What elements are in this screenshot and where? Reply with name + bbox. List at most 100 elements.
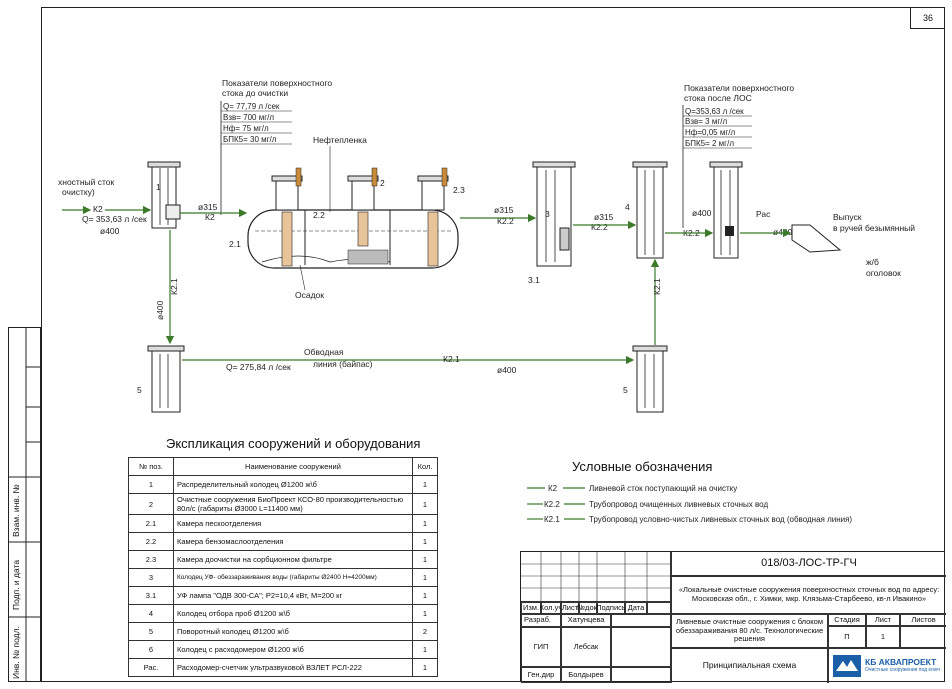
rac-label: Рас <box>756 209 771 219</box>
row-name: Колодец с расходомером Ø1200 ж\б <box>173 640 413 659</box>
bypass-d400: ø400 <box>155 300 165 320</box>
razrab-name: Хатунцева <box>561 614 611 627</box>
before-title2: стока до очистки <box>222 88 288 98</box>
label-4: 4 <box>625 202 630 212</box>
d315-3: ø315 <box>594 212 614 222</box>
hdr-izm: Изм. <box>521 602 541 614</box>
company-subtitle: Очистные сооружения под ключ <box>865 667 940 673</box>
legend-text-2: Трубопровод условно-чистых ливневых сточ… <box>589 515 852 524</box>
row-name: Расходомер-счетчик ультразвуковой ВЗЛЕТ … <box>173 658 413 677</box>
hdr-kol: Кол.уч <box>540 602 562 614</box>
before-bpk: БПК5= 30 мг/л <box>223 135 277 144</box>
after-title2: стока после ЛОС <box>684 93 752 103</box>
drawing-frame <box>41 7 945 682</box>
bypass-k21-2: К2.1 <box>443 354 460 364</box>
d400-2: ø400 <box>773 227 793 237</box>
row-name: Камера бензомаслоотделения <box>173 532 413 551</box>
before-nf: Нф= 75 мг/л <box>223 124 269 133</box>
outlet-headwall <box>791 224 842 253</box>
row-name: Очистные сооружения БиоПроект КСО-80 про… <box>173 493 413 515</box>
list-value: 1 <box>866 626 900 648</box>
row-qty: 1 <box>412 493 438 515</box>
inlet-k2: К2 <box>93 204 103 214</box>
row-pos: 6 <box>128 640 174 659</box>
legend-code-0: К2 <box>548 484 558 493</box>
listov-value <box>900 626 946 648</box>
uv-well-3: 3 3.1 <box>528 161 576 285</box>
bypass-flow: Q= 275,84 л /сек <box>226 362 291 372</box>
row-qty: 1 <box>412 604 438 623</box>
bypass-k21-1: К2.1 <box>169 278 179 295</box>
legend-text-1: Трубопровод очищенных ливневых сточных в… <box>589 500 768 509</box>
after-values: Q=353,63 л /сек Взв= 3 мг/л Нф=0,05 мг/л… <box>682 105 752 228</box>
hdr-podpis: Подпись <box>596 602 626 614</box>
label-5-left: 5 <box>137 385 142 395</box>
bypass-k21-3: К2.1 <box>652 278 662 295</box>
outlet-note1: ж/б <box>866 257 879 267</box>
treatment-tank <box>247 167 459 269</box>
col-pos: № поз. <box>128 457 174 476</box>
legend: К2 Ливневой сток поступающий на очистку … <box>527 484 852 524</box>
after-q: Q=353,63 л /сек <box>685 107 744 116</box>
turning-well-5-right: 5 <box>623 345 668 413</box>
outlet-note2: оголовок <box>866 268 901 278</box>
object-name: Ливневые очистные сооружения с блоком об… <box>671 614 828 648</box>
col-name: Наименование сооружений <box>173 457 413 476</box>
flowmeter-well-6: Рас <box>709 161 771 259</box>
row-name: Камера доочистки на сорбционном фильтре <box>173 550 413 569</box>
row-qty: 2 <box>412 622 438 641</box>
row-pos: 2 <box>128 493 174 515</box>
row-pos: 3.1 <box>128 586 174 605</box>
before-title1: Показатели поверхностного <box>222 78 332 88</box>
listov-label: Листов <box>900 614 946 626</box>
title-block: Изм. Кол.уч Лист №док. Подпись Дата Разр… <box>520 551 946 683</box>
after-nf: Нф=0,05 мг/л <box>685 128 735 137</box>
gendir-label: Ген.дир <box>521 667 561 683</box>
before-q: Q= 77,79 л /сек <box>223 102 280 111</box>
inlet-text2: очистку) <box>62 187 95 197</box>
before-values: Q= 77,79 л /сек Взв= 700 мг/л Нф= 75 мг/… <box>220 101 292 215</box>
explication-header: № поз. Наименование сооружений Кол. <box>128 457 438 476</box>
row-name: Поворотный колодец Ø1200 ж\б <box>173 622 413 641</box>
k22-2: К2.2 <box>591 222 608 232</box>
gip-name: Лебсак <box>561 627 611 667</box>
hdr-blank <box>647 602 671 614</box>
gip-sign <box>611 627 671 667</box>
outlet1: Выпуск <box>833 212 862 222</box>
row-pos: 1 <box>128 475 174 494</box>
doc-code: 018/03-ЛОС-ТР-ГЧ <box>671 552 946 576</box>
row-name: Камера пескоотделения <box>173 514 413 533</box>
row-name: Колодец УФ- обеззараживания воды (габари… <box>173 568 413 587</box>
left-strip: Инв. № подл. Подп. и дата Взам. инв. № <box>8 327 41 682</box>
stadia-value: П <box>828 626 866 648</box>
row-pos: 2.3 <box>128 550 174 569</box>
list-label: Лист <box>866 614 900 626</box>
label-2: 2 <box>380 178 385 188</box>
row-name: Колодец отбора проб Ø1200 ж\б <box>173 604 413 623</box>
row-pos: 4 <box>128 604 174 623</box>
turning-well-5-left: 5 <box>137 345 185 413</box>
inlet-diam: ø400 <box>100 226 120 236</box>
company-logo-icon <box>833 655 861 677</box>
company-name: КБ АКВАПРОЕКТ <box>865 657 937 668</box>
row-qty: 1 <box>412 586 438 605</box>
label-3-1: 3.1 <box>528 275 540 285</box>
d315-1: ø315 <box>198 202 218 212</box>
outlet2: в ручей безымянный <box>833 223 915 233</box>
row-pos: Рас. <box>128 658 174 677</box>
hdr-ndok: №док. <box>577 602 599 614</box>
row-qty: 1 <box>412 514 438 533</box>
gendir-sign <box>611 667 671 683</box>
well-1: 1 <box>147 161 181 229</box>
gip-label: ГИП <box>521 627 561 667</box>
stadia-label: Стадия <box>828 614 866 626</box>
